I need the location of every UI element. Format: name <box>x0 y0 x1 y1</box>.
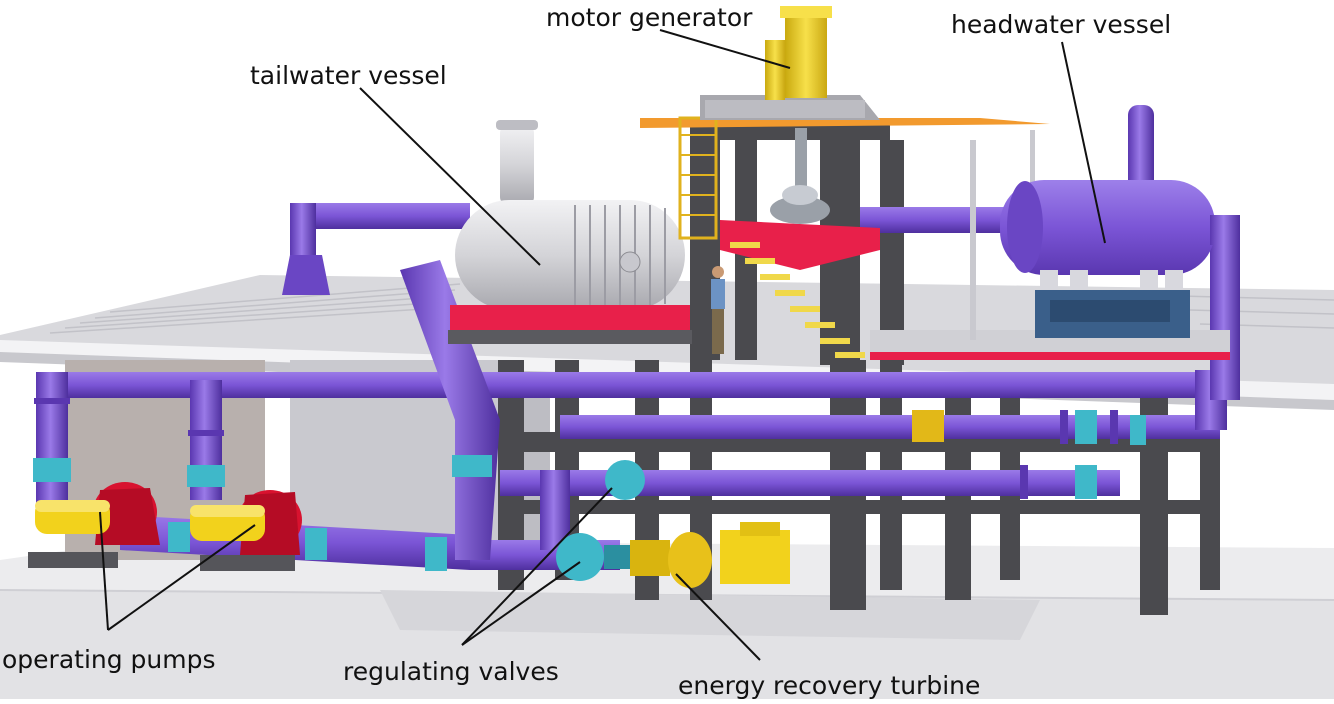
energy-recovery-turbine <box>630 410 944 588</box>
label-tailwater-vessel: tailwater vessel <box>250 61 447 90</box>
tailwater-vessel <box>448 120 692 344</box>
label-operating-pumps: operating pumps <box>2 645 216 674</box>
leader-lines <box>99 29 1106 661</box>
motor-generator <box>700 6 880 224</box>
label-headwater-vessel: headwater vessel <box>951 10 1172 39</box>
label-energy-recovery-turbine: energy recovery turbine <box>678 671 981 700</box>
pump-1 <box>28 482 160 568</box>
label-regulating-valves: regulating valves <box>343 657 559 686</box>
pipe-network <box>34 203 1240 570</box>
valve-components <box>33 410 1146 581</box>
label-motor-generator: motor generator <box>546 3 753 32</box>
headwater-vessel <box>1000 105 1240 338</box>
person-figure <box>711 266 725 354</box>
operating-pumps <box>28 482 302 571</box>
